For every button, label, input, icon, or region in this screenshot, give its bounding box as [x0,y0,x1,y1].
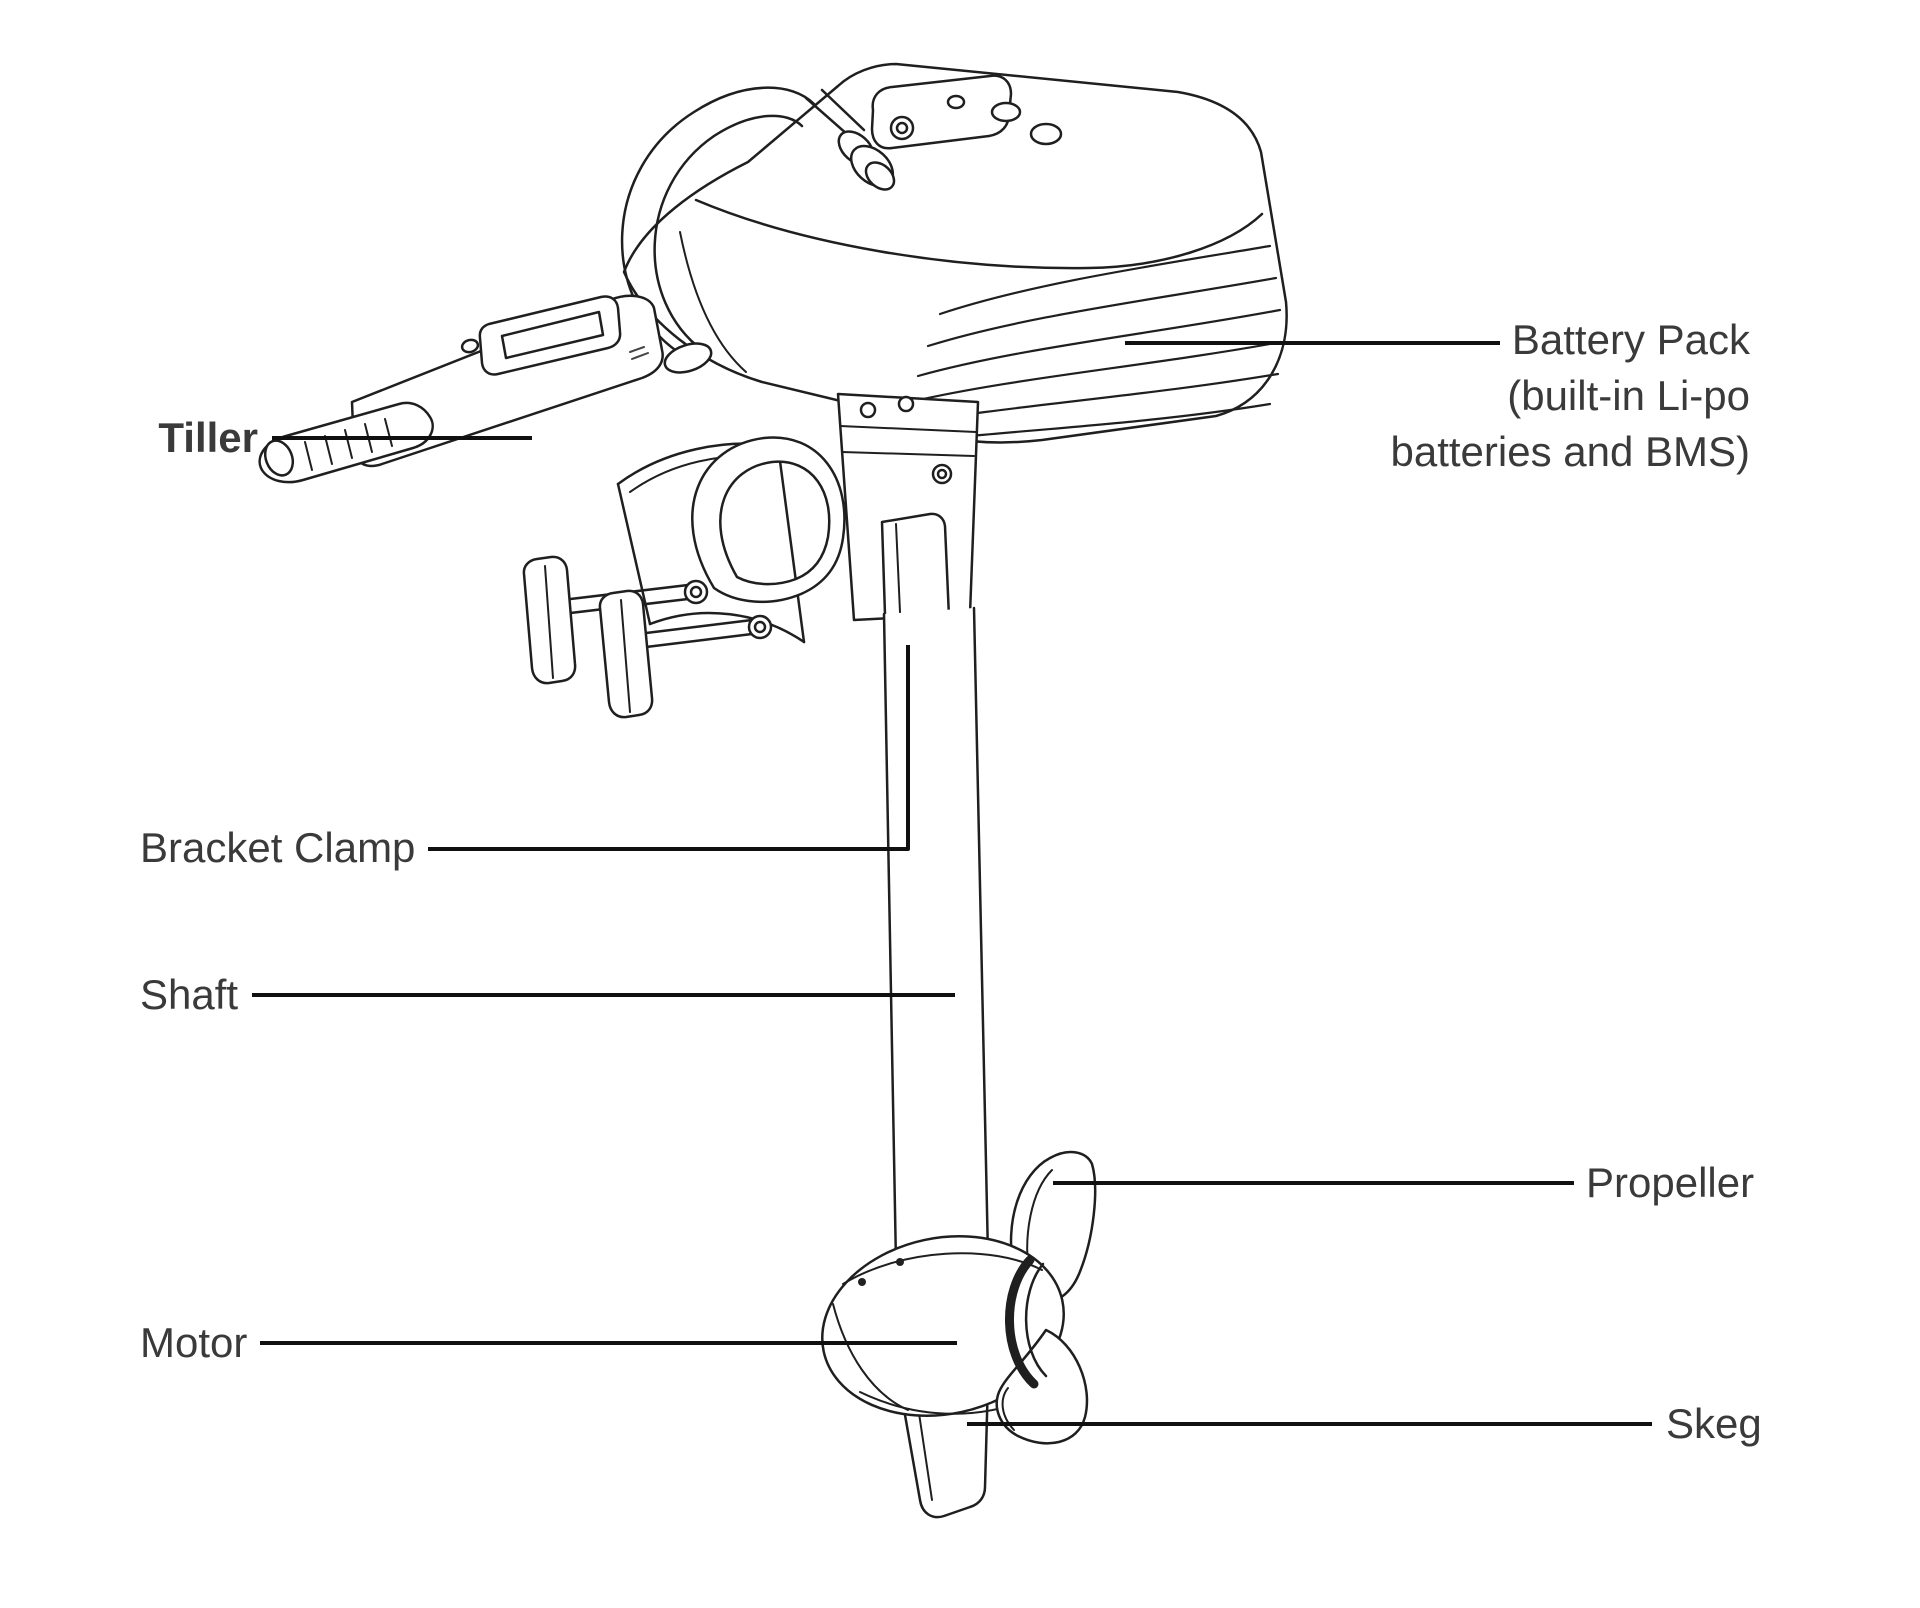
battery-pack-drawing [622,62,1288,444]
bracket-clamp-label: Bracket Clamp [140,824,416,871]
shaft-label: Shaft [140,971,239,1018]
battery-pack-label-line2: (built-in Li-po [1507,372,1750,419]
propeller-hub-drawing [995,1255,1089,1445]
power-cable-drawing [620,86,896,374]
skeg-label: Skeg [1666,1400,1762,1447]
motor-label: Motor [140,1319,248,1366]
propeller-label: Propeller [1586,1159,1755,1206]
tiller-drawing [258,294,664,484]
bracket-clamp-leader-line [428,645,910,851]
battery-pack-label-line1: Battery Pack [1511,316,1750,363]
battery-pack-label-line3: batteries and BMS) [1390,428,1750,475]
battery-pack-label: Battery Pack (built-in Li-po batteries a… [1390,312,1750,480]
tiller-label: Tiller [158,414,258,461]
shaft-drawing [882,606,990,1286]
leader-lines [252,341,1652,1426]
